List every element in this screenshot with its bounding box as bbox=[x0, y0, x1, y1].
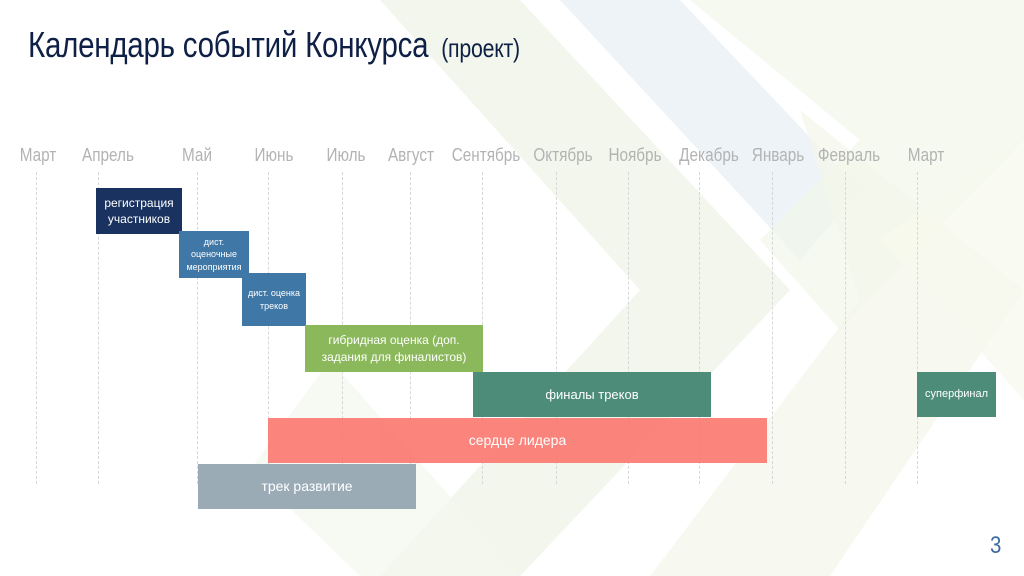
page-title: Календарь событий Конкурса (проект) bbox=[28, 24, 520, 66]
gridline bbox=[772, 172, 773, 484]
gridline bbox=[36, 172, 37, 484]
event-hybrid-assessment: гибридная оценка (доп. задания для финал… bbox=[305, 325, 483, 372]
month-label-apr: Апрель bbox=[82, 145, 134, 165]
title-main: Календарь событий Конкурса bbox=[28, 24, 429, 65]
month-label-may: Май bbox=[182, 145, 212, 165]
month-label-jun: Июнь bbox=[254, 145, 294, 165]
gridline bbox=[197, 172, 198, 484]
event-remote-track-evaluation: дист. оценка треков bbox=[242, 273, 306, 326]
month-label-aug: Август bbox=[387, 145, 435, 165]
month-label-dec: Декабрь bbox=[679, 145, 739, 165]
event-heart-of-leader: сердце лидера bbox=[268, 418, 767, 463]
gridline bbox=[628, 172, 629, 484]
event-remote-assessment: дист. оценочные мероприятия bbox=[179, 231, 249, 278]
event-development-track: трек развитие bbox=[198, 464, 416, 509]
month-label-jan: Январь bbox=[751, 145, 805, 165]
gridline bbox=[845, 172, 846, 484]
event-track-finals: финалы треков bbox=[473, 372, 711, 417]
month-label-oct: Октябрь bbox=[533, 145, 593, 165]
event-superfinal: суперфинал bbox=[917, 372, 996, 417]
gridline bbox=[268, 172, 269, 484]
month-label-sep: Сентябрь bbox=[451, 145, 521, 165]
gridline bbox=[699, 172, 700, 484]
gridline bbox=[556, 172, 557, 484]
title-subtitle: (проект) bbox=[441, 33, 520, 63]
gridline bbox=[917, 172, 918, 484]
month-label-feb: Февраль bbox=[817, 145, 881, 165]
month-label-jul: Июль bbox=[326, 145, 366, 165]
event-registration: регистрация участников bbox=[96, 188, 182, 234]
gridline bbox=[98, 172, 99, 484]
month-label-nov: Ноябрь bbox=[608, 145, 662, 165]
month-label-mar: Март bbox=[19, 145, 57, 165]
page-number: 3 bbox=[989, 532, 1001, 559]
month-label-mar-next: Март bbox=[907, 145, 945, 165]
